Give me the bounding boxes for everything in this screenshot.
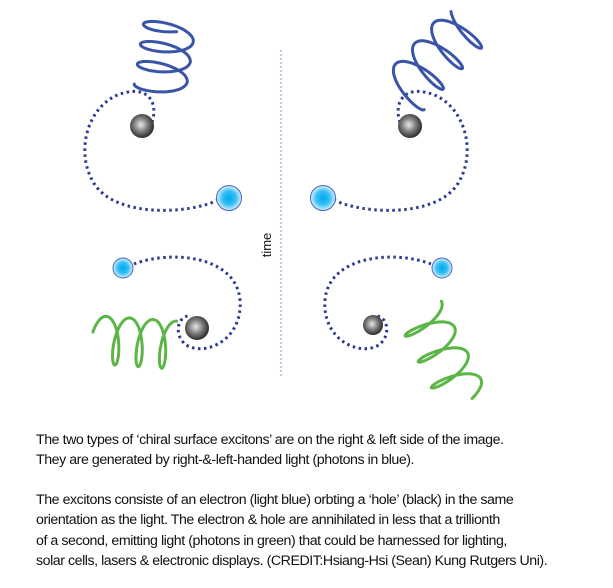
electron-top-left — [216, 185, 242, 211]
caption-line: orientation as the light. The electron &… — [36, 512, 500, 529]
orbit-top-left — [83, 89, 219, 212]
emitted-photon-left — [91, 314, 179, 370]
orbit-bottom-right — [323, 255, 432, 351]
caption-paragraph-2: The excitons consiste of an electron (li… — [36, 490, 606, 571]
orbit-bottom-left — [133, 255, 242, 351]
hole-bottom-right — [363, 315, 383, 335]
caption-line: The two types of ‘chiral surface exciton… — [36, 432, 504, 448]
time-label: time — [259, 233, 274, 258]
emitted-photon-right — [403, 299, 483, 400]
caption-line: They are generated by right-&-left-hande… — [36, 452, 415, 469]
incoming-photon-left — [132, 19, 195, 94]
hole-top-right — [398, 114, 422, 138]
caption-paragraph-1: The two types of ‘chiral surface exciton… — [36, 430, 606, 471]
electron-bottom-left — [112, 257, 134, 279]
exciton-diagram: time — [83, 10, 484, 400]
caption-line: The excitons consiste of an electron (li… — [36, 492, 514, 508]
incoming-photon-right — [391, 10, 484, 112]
electron-bottom-right — [431, 257, 453, 279]
orbit-top-right — [333, 89, 469, 212]
hole-top-left — [130, 114, 154, 138]
electron-top-right — [310, 185, 336, 211]
caption-line: of a second, emitting light (photons in … — [36, 532, 507, 549]
hole-bottom-left — [185, 316, 209, 340]
caption-line: solar cells, lasers & electronic display… — [36, 552, 548, 569]
